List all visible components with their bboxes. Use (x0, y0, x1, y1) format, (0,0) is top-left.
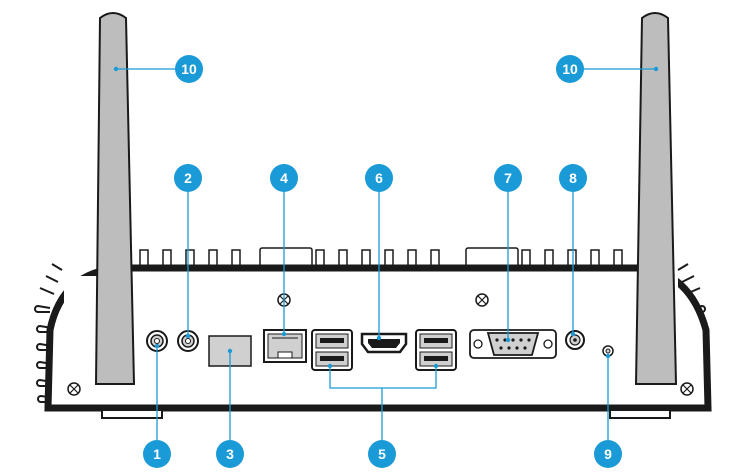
callout-9: 9 (594, 440, 622, 468)
chassis-feet (101, 409, 671, 419)
callout-1: 1 (143, 440, 171, 468)
callout-9-label: 9 (604, 446, 612, 462)
callout-6-label: 6 (375, 170, 383, 186)
callout-10-right: 10 (556, 55, 584, 83)
callout-leader-lines (116, 68, 656, 440)
callout-4: 4 (270, 164, 298, 192)
antenna-right (634, 12, 678, 385)
callout-2-label: 2 (184, 170, 192, 186)
callout-10-right-label: 10 (562, 61, 578, 77)
usb-stack-left (311, 329, 353, 371)
callout-8-label: 8 (569, 170, 577, 186)
callout-leader-dots (113, 66, 659, 369)
usb-stack-right (415, 329, 457, 371)
callout-3-label: 3 (226, 446, 234, 462)
callout-6: 6 (365, 164, 393, 192)
callout-10-left: 10 (175, 55, 203, 83)
corner-screw-right (680, 382, 694, 396)
antenna-left (94, 12, 136, 385)
callout-4-label: 4 (280, 170, 288, 186)
callout-3: 3 (216, 440, 244, 468)
callout-7-label: 7 (504, 170, 512, 186)
callout-2: 2 (174, 164, 202, 192)
callout-10-left-label: 10 (181, 61, 197, 77)
led-indicator (602, 345, 614, 357)
corner-screw-left (67, 382, 81, 396)
rj45-lan-port (263, 329, 307, 363)
coax-connector (565, 330, 585, 350)
serial-com-port (469, 329, 557, 359)
callout-7: 7 (494, 164, 522, 192)
callout-1-label: 1 (153, 446, 161, 462)
left-cooling-fins (34, 263, 63, 403)
callout-5-label: 5 (378, 446, 386, 462)
callout-8: 8 (559, 164, 587, 192)
panel-screw-com (475, 293, 489, 307)
hdmi-port (360, 332, 408, 354)
callout-5: 5 (368, 440, 396, 468)
